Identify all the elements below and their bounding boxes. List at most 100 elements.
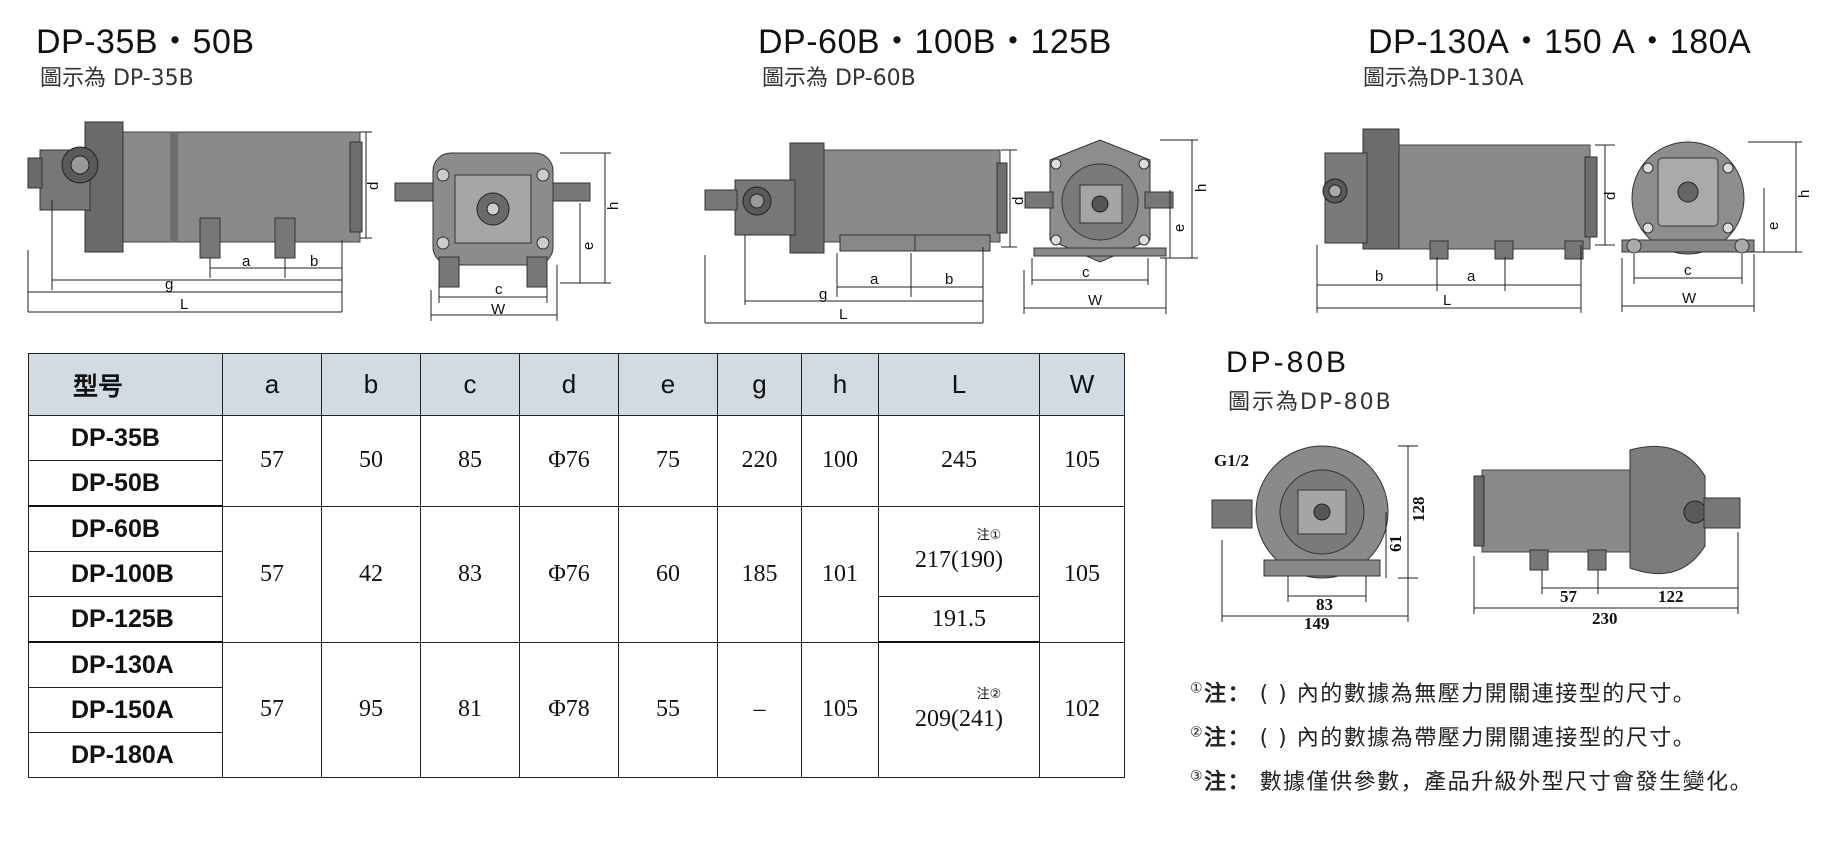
dim-label-g: g [165, 276, 173, 293]
cell-L-value: 217(190) [915, 546, 1003, 573]
header-W: W [1039, 353, 1125, 416]
dim-label-W: W [1682, 290, 1697, 307]
table-row: DP-130A 57 95 81 Φ78 55 – 105 注② 209(241… [28, 641, 1125, 778]
header-e: e [618, 353, 718, 416]
dp35b-front-drawing: c W e h [394, 152, 622, 321]
header-h: h [801, 353, 879, 416]
dp80-dim-61: 61 [1386, 535, 1405, 552]
dim-label-c: c [1082, 264, 1090, 281]
dim-label-a: a [870, 271, 879, 288]
header-g: g [717, 353, 802, 416]
dim-label-W: W [491, 301, 506, 318]
cell-h: 105 [801, 641, 879, 778]
cell-a: 57 [222, 505, 322, 643]
pump-motor-body [27, 121, 363, 259]
header-a: a [222, 353, 322, 416]
dim-label-e: e [580, 242, 597, 250]
group1-caption: 圖示為 DP-35B [40, 66, 194, 91]
cell-L: 注② 209(241) [878, 641, 1040, 778]
pump-motor-body [704, 142, 1008, 254]
spec-table: 型号 a b c d e g h L W DP-35B 57 50 85 Φ76… [28, 353, 1125, 778]
group2-title: DP-60B・100B・125B [758, 23, 1112, 61]
cell-W: 105 [1039, 415, 1125, 507]
dp35b-side-drawing: d a b g L [27, 121, 382, 313]
dim-label-h: h [1796, 190, 1813, 198]
pump-front-body [394, 152, 591, 288]
dp80-dim-122: 122 [1658, 587, 1684, 606]
dp80b-front-drawing: G1/2 83 149 61 128 [1211, 445, 1428, 633]
dim-label-c: c [495, 281, 503, 298]
cell-e: 60 [618, 505, 718, 643]
dim-label-a: a [1467, 268, 1476, 285]
dp130a-front-drawing: c W e h [1621, 141, 1813, 312]
dim-label-L: L [180, 296, 188, 313]
cell-c: 85 [420, 415, 520, 507]
cell-g: 185 [717, 505, 802, 643]
note-3-mark: ③ [1190, 768, 1205, 785]
group3-caption: 圖示為DP-130A [1363, 66, 1524, 91]
model-cell: DP-100B [28, 551, 223, 597]
dim-label-d: d [1602, 192, 1619, 200]
table-row: DP-35B 57 50 85 Φ76 75 220 100 245 105 [28, 415, 1125, 507]
dim-label-L: L [839, 306, 847, 323]
dim-label-h: h [605, 202, 622, 210]
header-d: d [519, 353, 619, 416]
dim-label-d: d [365, 182, 382, 190]
pump-front-body [1024, 139, 1174, 263]
dp80b-side-drawing: 57 122 230 [1473, 445, 1741, 628]
cell-h: 101 [801, 505, 879, 643]
dim-label-d: d [1010, 197, 1027, 205]
cell-g: 220 [717, 415, 802, 507]
model-cell: DP-60B [28, 505, 223, 552]
group2-caption: 圖示為 DP-60B [762, 66, 916, 91]
note-1-text: ( ) 內的數據為無壓力開關連接型的尺寸。 [1259, 682, 1697, 707]
table-header-row: 型号 a b c d e g h L W [28, 353, 1125, 416]
note-ref-1: 注① [976, 527, 1002, 543]
dim-label-g: g [819, 286, 827, 303]
dp60b-front-drawing: c W e h [1023, 139, 1210, 314]
cell-d: Φ76 [519, 505, 619, 643]
cell-L-value: 209(241) [915, 705, 1003, 732]
note-3-label: 注： [1204, 770, 1252, 795]
note-1-label: 注： [1204, 682, 1252, 707]
group1-title: DP-35B・50B [36, 23, 255, 61]
table-row: DP-60B 57 42 83 Φ76 60 185 101 注① 217(19… [28, 505, 1125, 643]
header-L: L [878, 353, 1040, 416]
note-1: ①注： ( ) 內的數據為無壓力開關連接型的尺寸。 [1190, 676, 1696, 708]
pump-motor-body [1322, 128, 1598, 260]
dim-label-h: h [1193, 184, 1210, 192]
cell-L: 注① 217(190) [878, 505, 1040, 597]
dim-label-a: a [242, 253, 251, 270]
group4-caption: 圖示為DP-80B [1228, 390, 1393, 415]
note-ref-2: 注② [976, 686, 1002, 702]
dp80-dim-230: 230 [1592, 609, 1618, 628]
cell-a: 57 [222, 415, 322, 507]
table-row: DP-125B 191.5 [28, 596, 1125, 643]
pump-front-body [1621, 141, 1755, 255]
group3-title: DP-130A・150 A・180A [1368, 23, 1752, 61]
table-row: DP-180A [28, 732, 1125, 778]
cell-b: 95 [321, 641, 421, 778]
note-2-text: ( ) 內的數據為帶壓力開關連接型的尺寸。 [1259, 726, 1697, 751]
cell-b: 50 [321, 415, 421, 507]
note-2: ②注： ( ) 內的數據為帶壓力開關連接型的尺寸。 [1190, 720, 1696, 752]
dim-label-L: L [1443, 292, 1451, 309]
pump-motor-body [1473, 445, 1741, 575]
model-cell: DP-180A [28, 732, 223, 778]
note-3: ③注： 數據僅供參數，產品升級外型尺寸會發生變化。 [1190, 764, 1753, 796]
table-row: DP-50B [28, 460, 1125, 507]
dp80-dim-57: 57 [1560, 587, 1578, 606]
cell-g: – [717, 641, 802, 778]
table-row: DP-150A [28, 687, 1125, 733]
dim-label-c: c [1684, 262, 1692, 279]
dp130a-side-drawing: d b a L [1316, 128, 1619, 313]
cell-L-125: 191.5 [878, 596, 1040, 643]
cell-d: Φ76 [519, 415, 619, 507]
dp80-dim-128: 128 [1409, 497, 1428, 523]
cell-L: 245 [878, 415, 1040, 507]
dim-label-e: e [1765, 222, 1782, 230]
note-2-label: 注： [1204, 726, 1252, 751]
dp80-inlet-label: G1/2 [1214, 451, 1249, 470]
pump-front-body [1211, 445, 1389, 579]
note-2-mark: ② [1190, 724, 1205, 741]
